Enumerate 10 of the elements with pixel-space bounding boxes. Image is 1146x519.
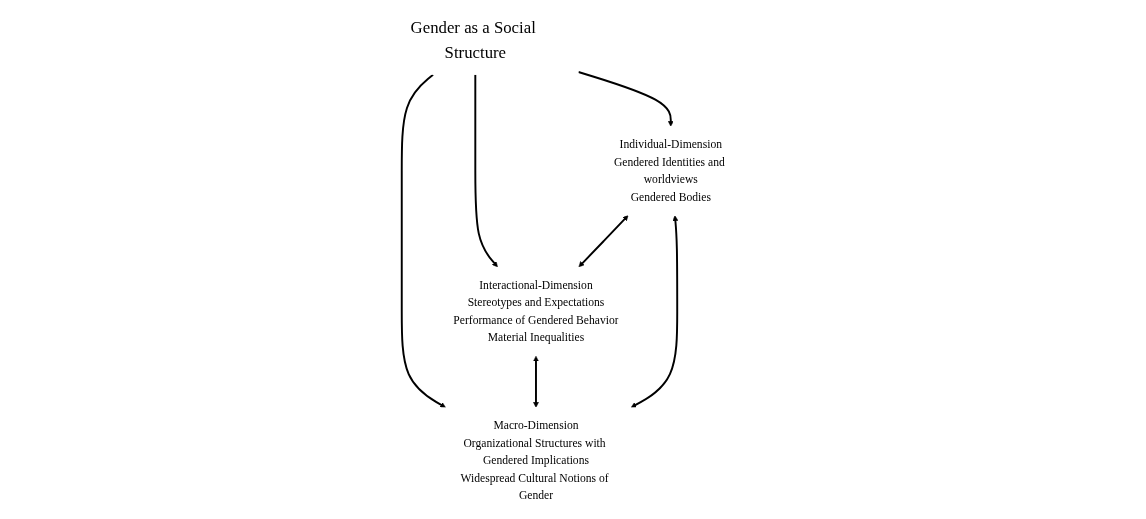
node-text: Macro-Dimension Organizational Structures with Gendered Implications Widespread Cultural Notions of Gender — [460, 419, 609, 502]
arrow — [577, 71, 674, 127]
arrow — [400, 73, 446, 408]
arrow — [630, 215, 679, 408]
arrow — [533, 355, 539, 408]
node-text: Interactional-Dimension Stereotypes and Expectations Performance of Gendered Behavior Material Inequalities — [453, 278, 619, 344]
node-text: Individual-Dimension Gendered Identities and worldviews Gendered Bodies — [613, 137, 725, 204]
arrow — [474, 73, 498, 268]
node-text: Gender as a Social Structure — [410, 18, 536, 62]
arrow — [578, 215, 629, 268]
